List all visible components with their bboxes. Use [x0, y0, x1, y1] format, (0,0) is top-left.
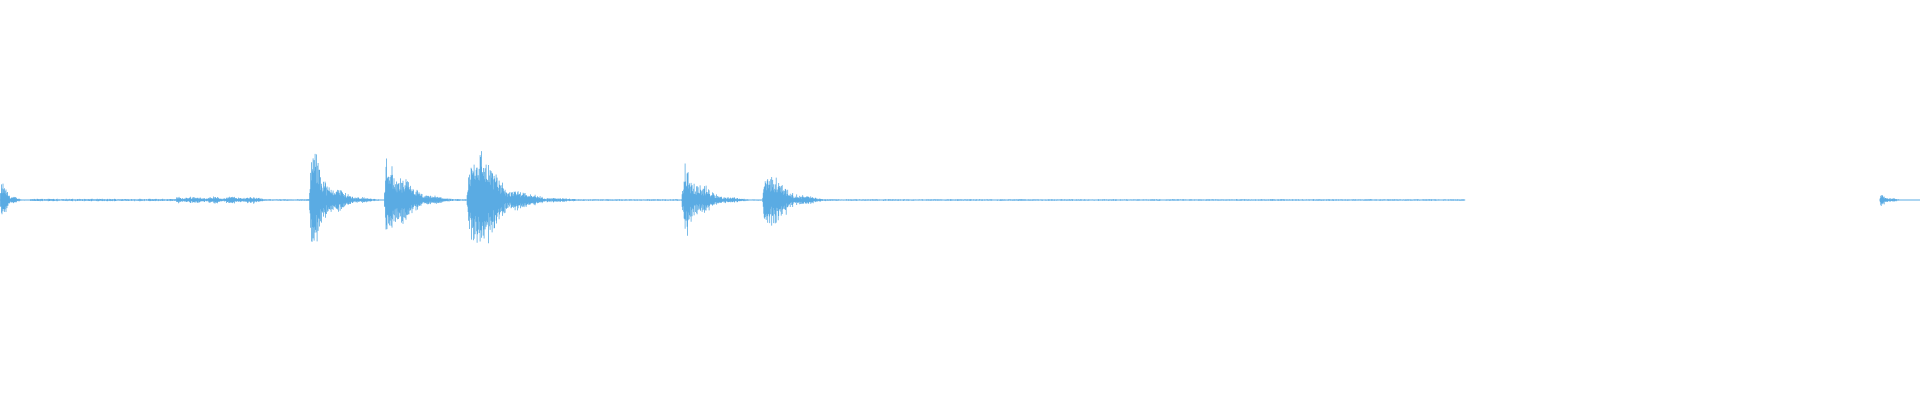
waveform-segment-silence: [575, 199, 682, 201]
waveform-segment-burst: [466, 151, 576, 244]
waveform-segment-silence: [262, 199, 310, 201]
waveform-path: [681, 163, 763, 236]
waveform-path: [844, 199, 1466, 201]
waveform-segment-burst: [0, 183, 31, 215]
waveform-path: [262, 199, 310, 201]
waveform-path: [466, 151, 576, 244]
waveform-segment-silence: [30, 198, 177, 202]
waveform-path: [308, 153, 384, 242]
waveform-segment-burst: [383, 158, 467, 230]
waveform-segment-silence: [844, 199, 1466, 201]
waveform-segment-burst: [308, 153, 384, 242]
waveform-path: [761, 177, 846, 226]
waveform-segment-burst: [761, 177, 846, 226]
waveform-path: [0, 183, 31, 215]
waveform-segment-burst: [1879, 195, 1920, 206]
waveform-path: [176, 196, 263, 204]
waveform-segment-noise: [176, 196, 263, 204]
waveform-trace: [0, 151, 1920, 244]
waveform-path: [383, 158, 467, 230]
waveform-path: [30, 198, 177, 202]
waveform-path: [575, 199, 682, 201]
waveform-path: [1879, 195, 1920, 206]
waveform-segment-burst: [681, 163, 763, 236]
